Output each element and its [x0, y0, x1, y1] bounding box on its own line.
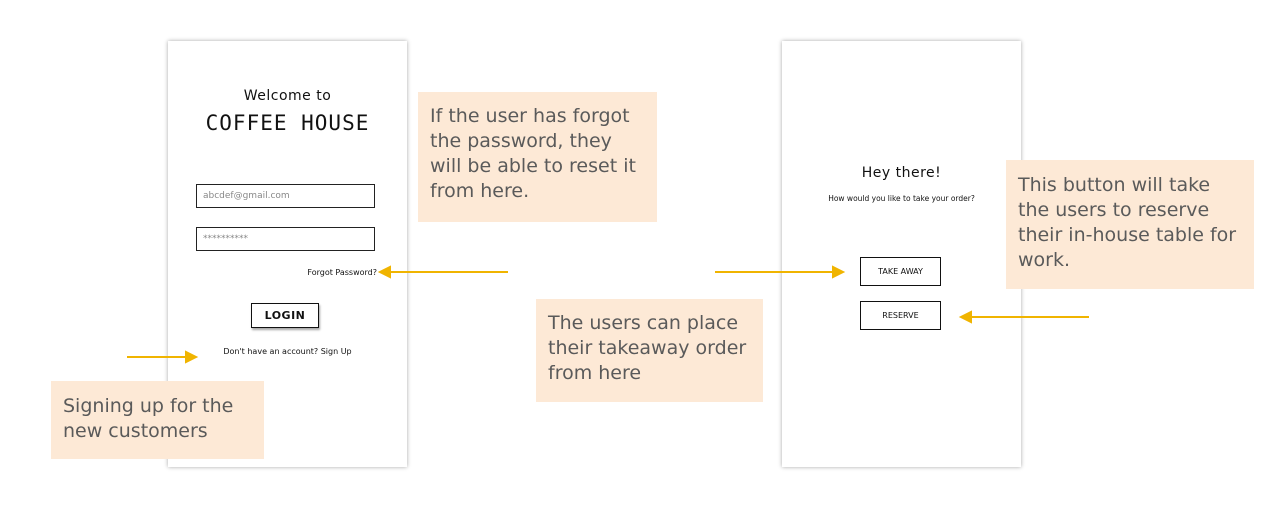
- signup-link[interactable]: Don't have an account? Sign Up: [223, 347, 352, 356]
- forgot-password-note: If the user has forgot the password, the…: [418, 92, 657, 222]
- welcome-text: Welcome to: [243, 88, 332, 104]
- order-question: How would you like to take your order?: [828, 194, 975, 203]
- order-screen: Hey there! How would you like to take yo…: [782, 41, 1021, 467]
- takeaway-note: The users can place their takeaway order…: [536, 299, 763, 402]
- reserve-button[interactable]: RESERVE: [860, 301, 941, 330]
- password-field[interactable]: [196, 227, 375, 251]
- forgot-password-link[interactable]: Forgot Password?: [307, 268, 377, 277]
- brand-title: COFFEE HOUSE: [205, 111, 370, 135]
- signup-note: Signing up for the new customers: [51, 381, 264, 459]
- takeaway-button[interactable]: TAKE AWAY: [860, 257, 941, 286]
- email-field[interactable]: [196, 184, 375, 208]
- login-button[interactable]: LOGIN: [251, 303, 319, 328]
- reserve-note: This button will take the users to reser…: [1006, 160, 1254, 289]
- greeting-title: Hey there!: [861, 165, 942, 181]
